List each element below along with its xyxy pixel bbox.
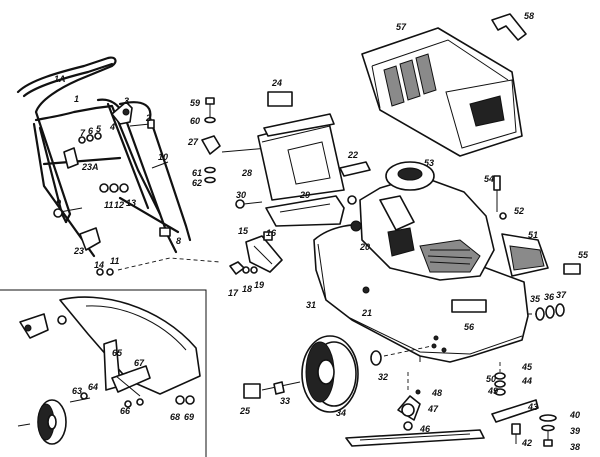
callout-13: 13 <box>126 198 136 208</box>
deflector-bracket <box>235 161 371 227</box>
callout-16: 16 <box>266 228 277 238</box>
callout-15: 15 <box>238 226 249 236</box>
callout-53: 53 <box>424 158 434 168</box>
callout-12: 12 <box>114 200 124 210</box>
callout-52: 52 <box>514 206 524 216</box>
callout-67: 67 <box>134 358 145 368</box>
callout-labels: 1A 1 2 3 7 6 5 4 23A 10 11 12 13 9 8 23 … <box>54 11 589 452</box>
callout-27: 27 <box>187 137 199 147</box>
callout-68: 68 <box>170 412 180 422</box>
callout-44: 44 <box>521 376 532 386</box>
callout-24: 24 <box>271 78 282 88</box>
inset-detail <box>0 289 207 457</box>
callout-8: 8 <box>176 236 181 246</box>
callout-61: 61 <box>192 168 202 178</box>
callout-32: 32 <box>378 372 388 382</box>
callout-34: 34 <box>336 408 346 418</box>
callout-29: 29 <box>299 190 310 200</box>
callout-1: 1 <box>74 94 79 104</box>
callout-2: 2 <box>145 113 151 123</box>
callout-51: 51 <box>528 230 538 240</box>
callout-14: 14 <box>94 260 104 270</box>
callout-19: 19 <box>254 280 264 290</box>
rear-wheel <box>243 335 433 413</box>
callout-69: 69 <box>184 412 194 422</box>
callout-10: 10 <box>158 152 168 162</box>
callout-5: 5 <box>96 124 102 134</box>
callout-66: 66 <box>120 406 131 416</box>
callout-21: 21 <box>361 308 372 318</box>
callout-49: 49 <box>487 386 498 396</box>
callout-30: 30 <box>236 190 246 200</box>
callout-18: 18 <box>242 284 252 294</box>
callout-11-lower: 11 <box>110 256 119 266</box>
callout-37: 37 <box>556 290 567 300</box>
callout-9: 9 <box>56 198 61 208</box>
callout-11-upper: 11 <box>104 200 113 210</box>
callout-6: 6 <box>88 126 94 136</box>
callout-59: 59 <box>190 98 200 108</box>
callout-58: 58 <box>524 11 534 21</box>
callout-57: 57 <box>396 22 407 32</box>
callout-62: 62 <box>192 178 202 188</box>
callout-36: 36 <box>544 292 555 302</box>
callout-38: 38 <box>570 442 580 452</box>
grass-catcher <box>361 13 527 157</box>
callout-33: 33 <box>280 396 290 406</box>
callout-54: 54 <box>484 174 494 184</box>
callout-20: 20 <box>359 242 370 252</box>
callout-65: 65 <box>112 348 123 358</box>
rear-flap <box>257 91 345 201</box>
callout-35: 35 <box>530 294 541 304</box>
callout-55: 55 <box>578 250 589 260</box>
callout-56: 56 <box>464 322 475 332</box>
handle-assembly <box>16 56 221 276</box>
axle-washers-right <box>528 303 565 321</box>
callout-23a: 23A <box>81 162 99 172</box>
callout-3: 3 <box>124 96 129 106</box>
callout-7: 7 <box>80 128 86 138</box>
callout-25: 25 <box>239 406 251 416</box>
callout-23: 23 <box>73 246 84 256</box>
callout-45: 45 <box>521 362 533 372</box>
callout-4: 4 <box>109 122 115 132</box>
blade-assembly <box>345 362 557 447</box>
callout-17: 17 <box>228 288 239 298</box>
callout-42: 42 <box>521 438 532 448</box>
callout-48: 48 <box>431 388 442 398</box>
callout-46: 46 <box>419 424 431 434</box>
callout-63: 63 <box>72 386 82 396</box>
callout-60: 60 <box>190 116 200 126</box>
callout-1a: 1A <box>54 74 66 84</box>
callout-50: 50 <box>486 374 496 384</box>
engine <box>350 161 581 281</box>
callout-40: 40 <box>569 410 580 420</box>
callout-64: 64 <box>88 382 98 392</box>
pivot-bolts <box>201 97 269 184</box>
callout-22: 22 <box>347 150 358 160</box>
callout-31: 31 <box>306 300 316 310</box>
height-adjuster <box>229 231 283 275</box>
callout-39: 39 <box>570 426 580 436</box>
callout-43: 43 <box>527 402 538 412</box>
callout-47: 47 <box>427 404 439 414</box>
callout-28: 28 <box>241 168 252 178</box>
